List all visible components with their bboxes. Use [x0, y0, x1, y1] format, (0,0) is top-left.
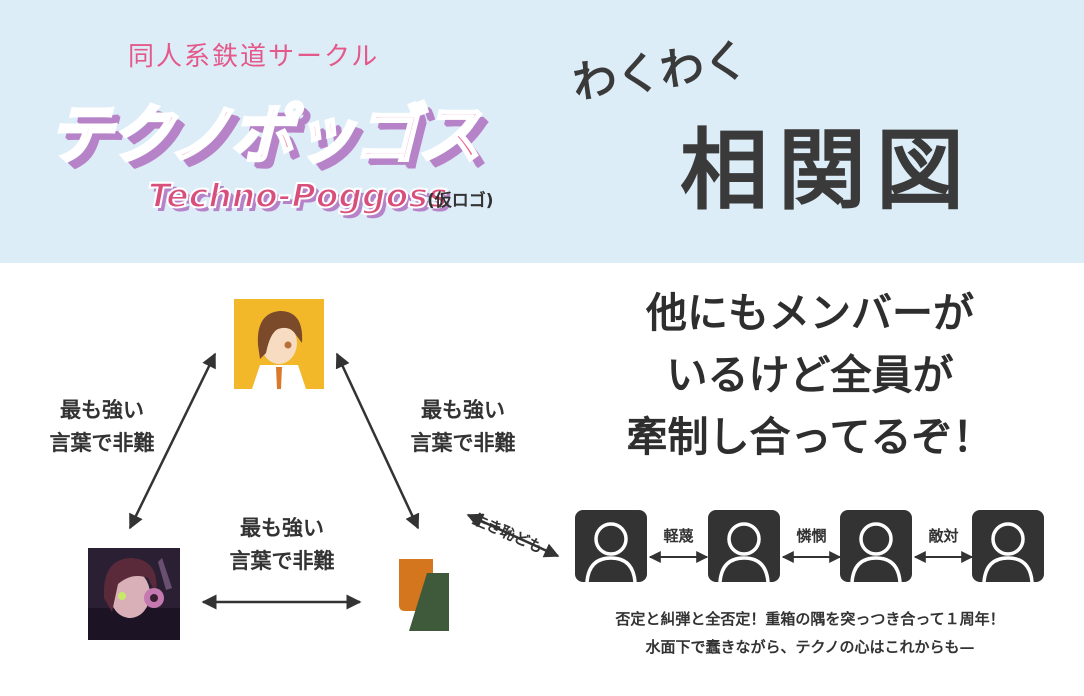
- logo-english: Techno-Poggoss: [147, 175, 449, 216]
- person-silhouette-icon: [982, 522, 1034, 582]
- logo-note: (仮ロゴ): [427, 191, 494, 211]
- logo-title: テクノポッゴス: [46, 98, 482, 175]
- person-silhouette-icon: [718, 522, 770, 582]
- avatar-top: [234, 299, 324, 389]
- members-caption: 否定と糾弾と全否定！重箱の隅を突っつき合って１周年！ 水面下で蠢きながら、テクノ…: [615, 610, 1005, 656]
- page-title: 相関図: [680, 119, 975, 222]
- arrow-shame: [466, 513, 560, 558]
- arrow-top-right: [335, 352, 420, 530]
- avatar-bottom-right: [399, 559, 449, 631]
- person-silhouette-icon: [585, 522, 637, 582]
- person-silhouette-icon: [850, 522, 902, 582]
- logo-subtitle: 同人系鉄道サークル: [128, 42, 380, 72]
- member-silhouette-3: [840, 510, 912, 582]
- member-silhouette-2: [708, 510, 780, 582]
- edge-label-left: 最も強い 言葉で非難: [49, 397, 155, 455]
- relation-label-3: 敵対: [928, 527, 959, 545]
- relation-label-2: 憐憫: [796, 527, 827, 545]
- members-headline: 他にもメンバーが いるけど全員が 牽制し合ってるぞ！: [626, 289, 994, 461]
- member-silhouette-4: [972, 510, 1044, 582]
- arrow-top-left: [128, 352, 217, 530]
- member-silhouette-1: [575, 510, 647, 582]
- avatar-bottom-left: [88, 548, 180, 640]
- relation-label-1: 軽蔑: [663, 527, 694, 545]
- edge-label-right: 最も強い 言葉で非難: [410, 397, 516, 455]
- edge-label-bottom: 最も強い 言葉で非難: [229, 515, 335, 573]
- header-banner: 同人系鉄道サークル テクノポッゴス Techno-Poggoss (仮ロゴ) わ…: [0, 0, 1084, 263]
